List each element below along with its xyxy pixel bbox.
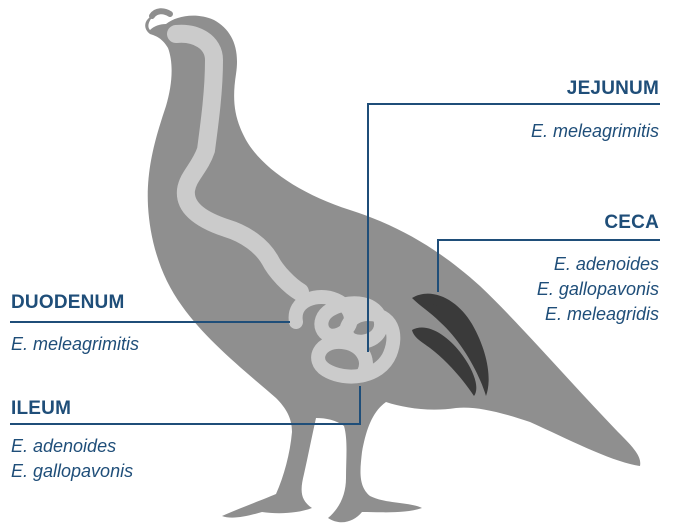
ceca-species-2: E. gallopavonis [537, 279, 659, 301]
turkey-head-crest [152, 11, 170, 16]
duodenum-species-1: E. meleagrimitis [11, 334, 139, 356]
ceca-species-3: E. meleagridis [545, 304, 659, 326]
ileum-title: ILEUM [11, 398, 71, 421]
ceca-title: CECA [604, 212, 659, 235]
jejunum-title: JEJUNUM [567, 78, 659, 101]
ileum-species-1: E. adenoides [11, 436, 116, 458]
ceca-species-1: E. adenoides [554, 254, 659, 276]
jejunum-species-1: E. meleagrimitis [531, 121, 659, 143]
ileum-species-2: E. gallopavonis [11, 461, 133, 483]
duodenum-title: DUODENUM [11, 292, 125, 315]
